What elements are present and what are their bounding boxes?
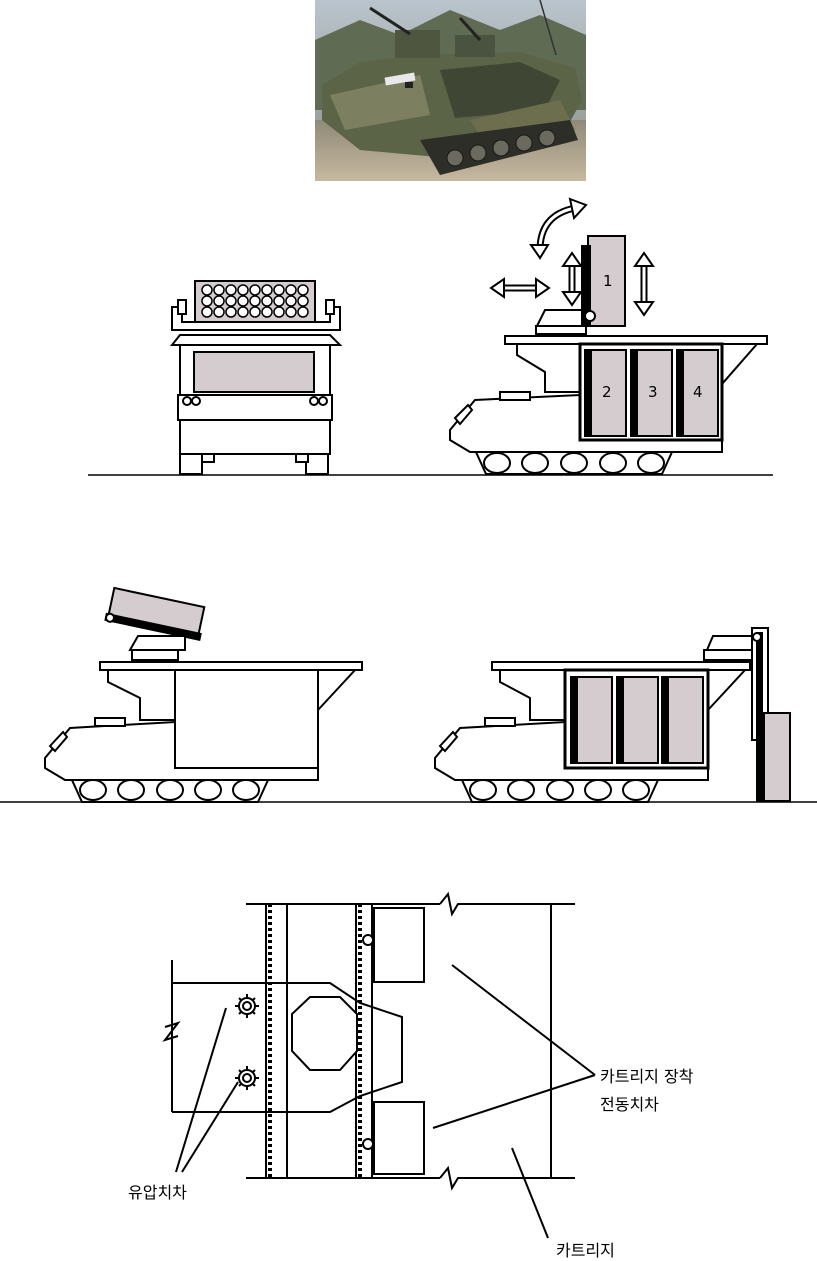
side-view-vehicle-firing: [44, 586, 363, 803]
vehicle-photo: [315, 0, 586, 181]
cartridge-number-4: 4: [693, 383, 703, 401]
cartridge-mount-gear-label-line1: 카트리지 장착: [600, 1067, 694, 1086]
cartridge-label: 카트리지: [556, 1241, 615, 1260]
cartridge-unloaded: [761, 712, 791, 802]
side-view-vehicle-loading: [449, 197, 768, 475]
drive-gear-icon: [362, 934, 374, 1150]
cartridge-slot-top: [373, 907, 425, 983]
side-view-vehicle-unloading: [434, 627, 791, 803]
cartridge-number-3: 3: [648, 383, 658, 401]
cartridge-number-2: 2: [602, 383, 612, 401]
horizontal-arrow-icon: [489, 277, 551, 299]
vertical-arrow-icon: [561, 251, 583, 307]
mechanism-plan-view: [162, 891, 596, 1239]
rotor-octagon: [291, 996, 358, 1071]
cartridge-mount-gear-label-line2: 전동치차: [600, 1095, 659, 1114]
front-view-vehicle: [169, 280, 343, 475]
cartridge-number-1: 1: [603, 272, 613, 290]
hydraulic-gear-label: 유압치차: [128, 1183, 187, 1202]
launch-tube-grid: [201, 284, 309, 318]
hydraulic-gear-icon: [235, 994, 259, 1090]
vertical-arrow-icon-2: [633, 251, 655, 317]
cartridge-slot-bottom: [373, 1101, 425, 1175]
